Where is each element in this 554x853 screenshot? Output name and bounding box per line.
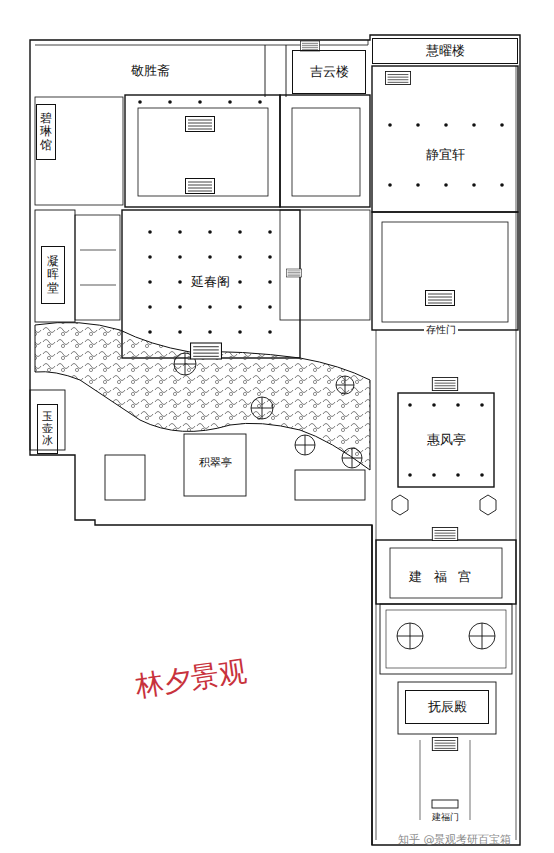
- building-name: 延春阁: [189, 274, 232, 290]
- building-box: 存性门: [418, 322, 464, 338]
- building-name: 敬胜斋: [129, 63, 172, 79]
- building-name: 建福宫: [407, 569, 485, 585]
- building-box: 建福门: [422, 810, 468, 825]
- building-box: 抚辰殿: [405, 690, 489, 724]
- building-box: 敬胜斋: [35, 45, 265, 97]
- building-box: 建福宫: [398, 560, 494, 594]
- building-name: 惠风亭: [425, 432, 468, 448]
- building-box: 积翠亭: [192, 446, 238, 480]
- building-name: 建福门: [430, 812, 461, 823]
- building-box: 慧曜楼: [372, 38, 518, 64]
- building-name: 抚辰殿: [426, 699, 469, 715]
- building-name: 静宜轩: [424, 147, 467, 163]
- building-name: 碧琳馆: [40, 111, 52, 153]
- building-box: 静宜轩: [384, 130, 506, 180]
- building-name: 吉云楼: [308, 64, 351, 80]
- building-box: 碧琳馆: [36, 104, 56, 160]
- watermark: 林夕景观: [133, 652, 249, 705]
- building-name: 凝晖堂: [47, 254, 59, 296]
- building-name: 存性门: [424, 324, 458, 336]
- building-box: 延春阁: [160, 260, 260, 304]
- building-box: 惠风亭: [410, 420, 482, 460]
- building-box: 吉云楼: [292, 50, 366, 94]
- watermark: 知乎 @景观考研百宝箱: [398, 832, 512, 847]
- building-box: 凝晖堂: [41, 246, 65, 304]
- building-name: 慧曜楼: [424, 43, 467, 59]
- building-name: 玉壶冰: [42, 410, 53, 448]
- building-name: 积翠亭: [197, 456, 234, 469]
- building-box: 玉壶冰: [37, 404, 58, 454]
